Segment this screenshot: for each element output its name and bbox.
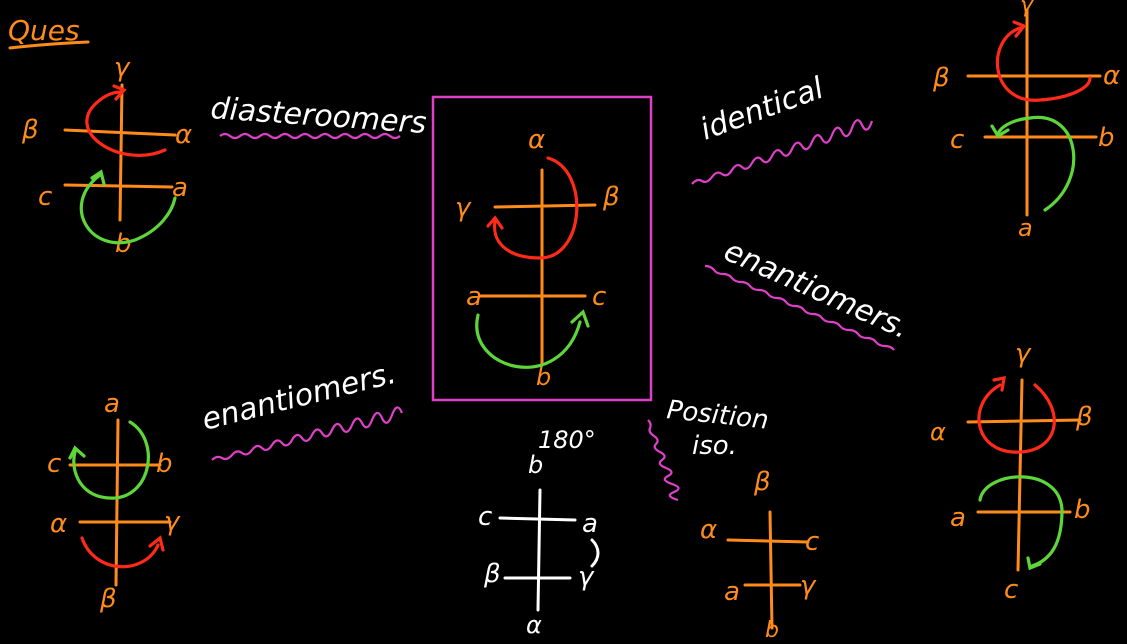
- svg-text:b: b: [156, 449, 173, 479]
- svg-text:c: c: [592, 282, 606, 312]
- label-position: Position: [665, 395, 770, 436]
- svg-text:γ: γ: [578, 562, 595, 592]
- svg-text:a: a: [950, 503, 966, 533]
- svg-text:γ: γ: [455, 193, 472, 223]
- fischer-ques: γ β α c a b: [21, 53, 192, 259]
- svg-text:γ: γ: [164, 507, 181, 537]
- svg-text:a: a: [1018, 214, 1033, 242]
- svg-text:α: α: [175, 120, 192, 150]
- svg-text:c: c: [805, 527, 819, 557]
- svg-text:γ: γ: [1015, 339, 1032, 369]
- svg-text:b: b: [765, 618, 779, 643]
- svg-text:a: a: [466, 282, 482, 312]
- svg-text:α: α: [528, 125, 545, 155]
- svg-text:b: b: [1074, 495, 1091, 525]
- svg-text:a: a: [104, 389, 120, 419]
- svg-text:β: β: [602, 182, 620, 212]
- fischer-bottom-right: β α c a γ b: [700, 467, 819, 643]
- center-box: [431, 95, 653, 402]
- svg-text:b: b: [528, 451, 543, 479]
- svg-text:a: a: [724, 577, 740, 607]
- svg-text:β: β: [483, 559, 501, 589]
- label-enantiomers-right: enantiomers.: [719, 233, 915, 346]
- svg-text:α: α: [1103, 61, 1120, 91]
- label-iso: iso.: [692, 431, 737, 461]
- svg-text:α: α: [526, 611, 542, 639]
- svg-text:γ: γ: [114, 53, 131, 83]
- svg-text:c: c: [38, 182, 52, 212]
- squiggle-position: [647, 419, 680, 502]
- svg-text:a: a: [582, 509, 598, 539]
- heading-ques: Ques: [8, 14, 80, 47]
- squiggle-diastereomers: [219, 132, 401, 140]
- svg-text:c: c: [478, 502, 492, 532]
- svg-text:β: β: [1075, 402, 1093, 432]
- squiggle-enantiomers-right: [704, 264, 895, 351]
- svg-text:α: α: [50, 509, 67, 539]
- svg-text:β: β: [932, 63, 950, 93]
- fischer-center: α γ β a c b: [455, 125, 620, 391]
- rotation-note: 180°: [538, 426, 596, 454]
- fischer-bottom-middle: b c a β γ α: [478, 451, 600, 639]
- svg-text:c: c: [47, 449, 61, 479]
- heading-underline: [8, 40, 90, 50]
- svg-text:c: c: [950, 125, 964, 155]
- fischer-bottom-left: a c b α γ β: [47, 389, 181, 614]
- fischer-mid-right: γ α β a b c: [930, 339, 1093, 605]
- svg-text:γ: γ: [1020, 0, 1034, 18]
- svg-text:β: β: [21, 115, 39, 145]
- squiggle-enantiomers-left: [211, 406, 404, 461]
- label-identical: identical: [696, 71, 829, 148]
- svg-text:β: β: [99, 584, 117, 614]
- svg-text:γ: γ: [800, 571, 817, 601]
- svg-text:α: α: [700, 515, 717, 545]
- svg-text:b: b: [1098, 123, 1115, 153]
- squiggle-identical: [691, 119, 874, 185]
- svg-text:b: b: [536, 363, 551, 391]
- svg-text:α: α: [930, 418, 946, 446]
- svg-text:a: a: [172, 173, 188, 203]
- fischer-identical: γ β α c b a: [932, 0, 1120, 242]
- svg-text:c: c: [1004, 575, 1018, 605]
- svg-text:β: β: [753, 467, 771, 497]
